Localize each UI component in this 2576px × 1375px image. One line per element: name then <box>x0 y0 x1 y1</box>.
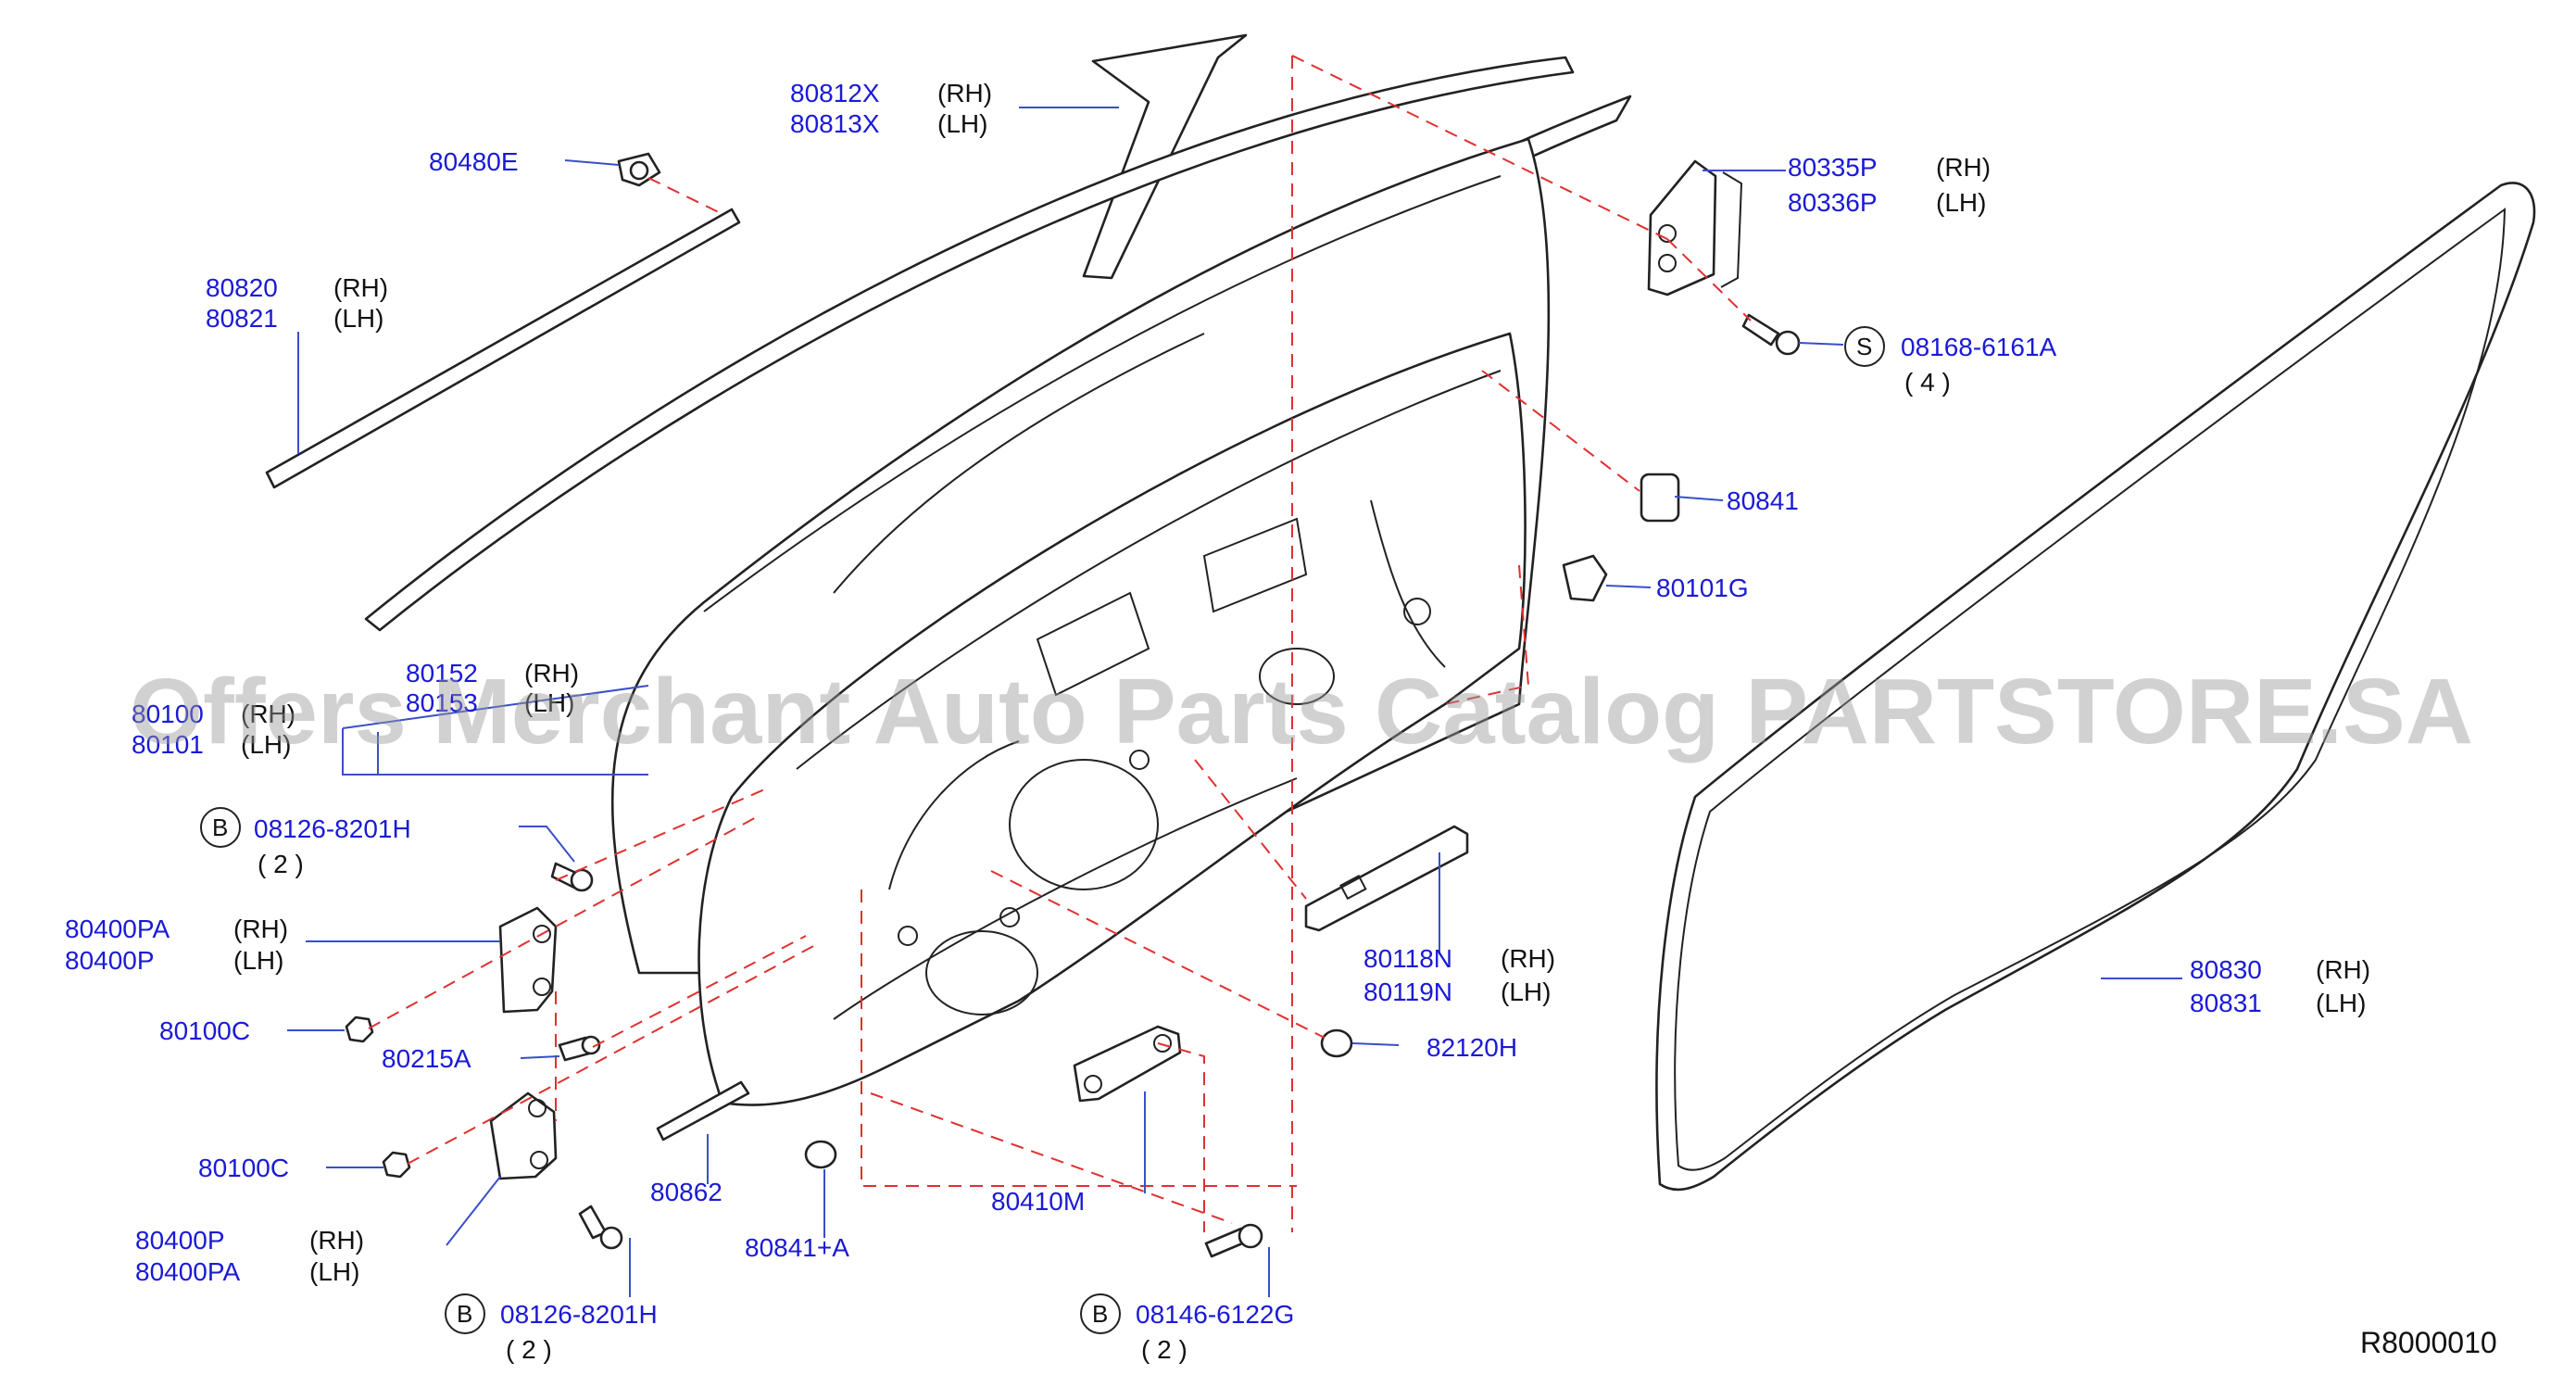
svg-text:(RH): (RH) <box>333 273 388 302</box>
part-number-80480E: 80480E <box>429 147 519 176</box>
belt-moulding-part <box>265 208 741 489</box>
symbol-s-circle <box>1844 326 1885 367</box>
part-number-80831: 80831 <box>2190 989 2262 1017</box>
inner-door-panel-part <box>697 332 1527 1106</box>
svg-text:(RH): (RH) <box>241 700 295 728</box>
svg-text:S: S <box>1856 333 1872 360</box>
part-number-08146-6122G: 08146-6122G <box>1136 1300 1294 1329</box>
part-number-80400PA-top: 80400PA <box>65 915 170 943</box>
svg-text:(RH): (RH) <box>1936 153 1991 182</box>
bracket-part <box>1647 159 1743 296</box>
part-number-08168-6161A: 08168-6161A <box>1901 333 2056 361</box>
svg-text:(LH): (LH) <box>241 730 291 759</box>
part-number-80101G: 80101G <box>1656 574 1749 602</box>
watermark-text: Offers Merchant Auto Parts Catalog PARTS… <box>130 660 2473 763</box>
part-number-80153: 80153 <box>406 688 478 717</box>
svg-text:(LH): (LH) <box>1501 978 1551 1006</box>
part-number-80100C-lower: 80100C <box>198 1154 289 1182</box>
symbol-b-circle-check <box>1080 1293 1121 1334</box>
part-number-80336P: 80336P <box>1788 188 1878 217</box>
svg-text:(LH): (LH) <box>2316 989 2366 1017</box>
part-number-80100: 80100 <box>132 700 204 728</box>
part-number-80118N: 80118N <box>1363 944 1452 973</box>
nut-lower <box>382 1151 411 1179</box>
svg-text:B: B <box>457 1300 472 1328</box>
symbol-b-circle-bottom <box>445 1293 485 1334</box>
svg-text:( 2 ): ( 2 ) <box>506 1335 552 1364</box>
part-number-80862: 80862 <box>650 1178 723 1206</box>
screw-08146 <box>1204 1223 1263 1258</box>
symbol-b-circle-top <box>200 807 241 848</box>
svg-text:( 2 ): ( 2 ) <box>258 850 304 878</box>
svg-text:(LH): (LH) <box>309 1257 359 1286</box>
svg-text:(LH): (LH) <box>937 109 987 138</box>
leader-lines <box>287 107 2182 1297</box>
plug-80841-part <box>1640 473 1680 523</box>
stud-80215A <box>558 1035 601 1062</box>
part-number-80119N: 80119N <box>1363 978 1452 1006</box>
svg-text:(RH): (RH) <box>2316 955 2370 984</box>
part-number-80152: 80152 <box>406 659 478 688</box>
svg-text:(LH): (LH) <box>233 946 283 975</box>
part-number-80335P: 80335P <box>1788 153 1878 182</box>
labels: 80812X (RH) 80813X (LH) 80480E 80820 (RH… <box>65 79 2497 1364</box>
nut-upper <box>345 1015 374 1043</box>
part-number-80410M: 80410M <box>991 1187 1085 1216</box>
grommet-part <box>1562 554 1608 602</box>
lower-hinge-part <box>489 1091 558 1180</box>
svg-text:B: B <box>1092 1300 1108 1328</box>
part-number-08126-8201H-top: 08126-8201H <box>254 814 411 843</box>
door-check-part <box>1073 1025 1182 1103</box>
part-number-80100C-upper: 80100C <box>159 1016 250 1045</box>
part-number-80101: 80101 <box>132 730 204 759</box>
plug-82120H-part <box>1320 1028 1353 1058</box>
svg-text:( 2 ): ( 2 ) <box>1141 1335 1187 1364</box>
part-number-80813X: 80813X <box>790 109 880 138</box>
part-number-80841A: 80841+A <box>745 1233 849 1262</box>
part-number-80841: 80841 <box>1727 486 1799 515</box>
svg-text:(RH): (RH) <box>1501 944 1555 973</box>
svg-text:( 4 ): ( 4 ) <box>1904 368 1951 397</box>
assembly-dashed-lines <box>368 55 1752 1232</box>
part-number-80400P-top: 80400P <box>65 946 155 975</box>
door-weatherstrip-part <box>1655 182 2536 1192</box>
part-number-80400PA-bottom: 80400PA <box>135 1257 240 1286</box>
svg-text:(LH): (LH) <box>1936 188 1986 217</box>
sill-bracket-part <box>1304 825 1469 932</box>
part-number-80821: 80821 <box>206 304 278 333</box>
svg-text:(RH): (RH) <box>524 659 579 688</box>
upper-hinge-part <box>498 906 558 1014</box>
hinge-bolt-bottom <box>578 1205 623 1250</box>
part-number-80215A: 80215A <box>382 1044 471 1073</box>
svg-text:B: B <box>212 814 228 841</box>
svg-text:(LH): (LH) <box>524 688 574 717</box>
diagram-reference: R8000010 <box>2360 1326 2497 1359</box>
screw-08168 <box>1741 313 1801 356</box>
part-number-80830: 80830 <box>2190 955 2262 984</box>
svg-text:(LH): (LH) <box>333 304 383 333</box>
svg-text:(RH): (RH) <box>937 79 992 107</box>
part-number-08126-8201H-bottom: 08126-8201H <box>500 1300 658 1329</box>
plug-80841A-part <box>804 1140 837 1169</box>
svg-text:(RH): (RH) <box>233 915 288 943</box>
part-number-80812X: 80812X <box>790 79 880 107</box>
svg-text:(RH): (RH) <box>309 1226 364 1255</box>
part-number-80820: 80820 <box>206 273 278 302</box>
part-number-80400P-bottom: 80400P <box>135 1226 225 1255</box>
part-number-82120H: 82120H <box>1426 1033 1517 1062</box>
lower-weatherstrip-part <box>656 1080 750 1142</box>
